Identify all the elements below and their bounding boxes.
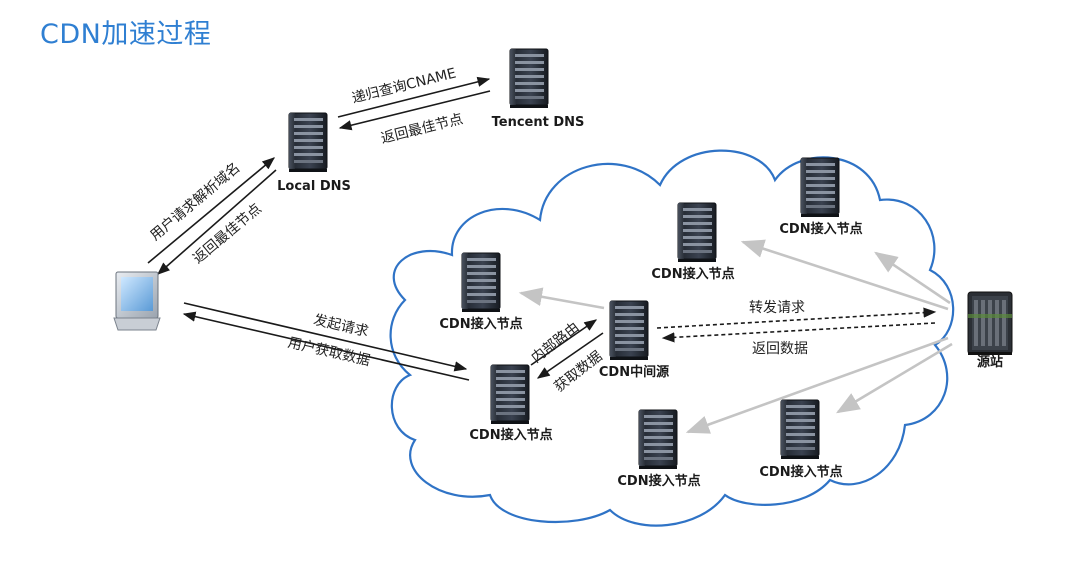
tencent-dns-label: Tencent DNS xyxy=(492,115,585,130)
cdn-node-label: CDN接入节点 xyxy=(617,473,700,489)
monitor-icon xyxy=(113,271,161,331)
edge-label-forward-request: 转发请求 xyxy=(749,300,805,316)
server-icon xyxy=(800,157,840,218)
edge-label-initiate-request: 发起请求 xyxy=(312,312,370,340)
cdn-cloud xyxy=(389,149,955,527)
arrow-mid-to-node-3 xyxy=(518,287,605,310)
edge-label-return-best-node: 返回最佳节点 xyxy=(379,111,464,147)
cdn-mid-label: CDN中间源 xyxy=(599,364,669,380)
arrow-mid-to-origin xyxy=(656,307,937,329)
edge-label-return-data: 返回数据 xyxy=(752,341,808,357)
server-icon xyxy=(461,252,501,313)
cdn-node-label: CDN接入节点 xyxy=(779,221,862,237)
server-icon xyxy=(509,48,549,109)
request-arrows xyxy=(147,76,937,381)
arrow-origin-to-mid xyxy=(661,322,936,343)
page-title: CDN加速过程 xyxy=(40,19,212,50)
arrow-origin-to-node-2 xyxy=(740,239,949,311)
arrow-origin-to-node-6 xyxy=(835,342,953,414)
arrow-cdn-to-user xyxy=(182,311,470,381)
origin-server-icon xyxy=(967,291,1013,355)
server-icon xyxy=(638,409,678,470)
arrow-origin-to-node-5 xyxy=(685,336,949,434)
cdn-node-label: CDN接入节点 xyxy=(651,266,734,282)
server-icon xyxy=(288,112,328,173)
arrow-localdns-to-tencent xyxy=(337,76,491,118)
server-icon xyxy=(490,364,530,425)
server-icon xyxy=(780,399,820,460)
local-dns-label: Local DNS xyxy=(277,179,351,194)
cdn-node-label: CDN接入节点 xyxy=(469,427,552,443)
arrow-user-to-localdns xyxy=(147,157,275,264)
arrow-origin-to-node-1 xyxy=(874,251,951,305)
server-icon xyxy=(677,202,717,263)
edge-label-return-best-node: 返回最佳节点 xyxy=(190,201,265,267)
cdn-node-label: CDN接入节点 xyxy=(759,464,842,480)
origin-distribution-arrows xyxy=(518,239,953,434)
origin-label: 源站 xyxy=(977,354,1003,370)
arrow-node4-to-mid xyxy=(530,319,598,366)
cdn-node-label: CDN接入节点 xyxy=(439,316,522,332)
arrow-mid-to-node4 xyxy=(536,332,604,379)
arrow-user-to-cdn xyxy=(183,302,468,372)
arrow-tencent-to-localdns xyxy=(338,90,491,131)
arrow-localdns-to-user xyxy=(157,169,277,275)
server-icon xyxy=(609,300,649,361)
edge-label-user-get-data: 用户获取数据 xyxy=(286,334,372,369)
